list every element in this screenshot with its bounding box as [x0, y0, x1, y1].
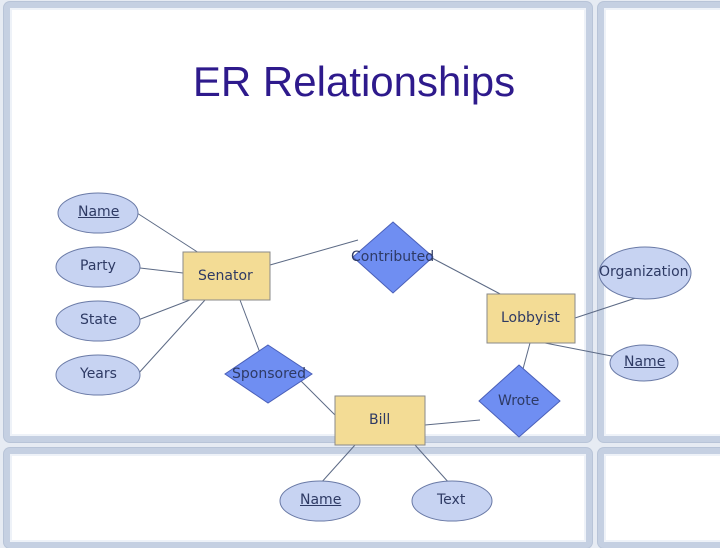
attr-name-senator [57, 192, 139, 234]
edge-sponsored-bill [299, 379, 341, 421]
edge-contributed-lobbyist [431, 257, 505, 297]
rel-sponsored-label: Sponsored [232, 366, 307, 382]
entity-lobbyist [486, 293, 576, 344]
attr-years-label: Years [80, 366, 117, 382]
edge-bill-wrote [424, 419, 481, 426]
rel-wrote-label: Wrote [498, 393, 540, 409]
entity-senator [182, 251, 271, 301]
entity-bill [334, 395, 426, 446]
rel-contributed-label: Contributed [351, 249, 435, 265]
attr-state-label: State [80, 312, 118, 328]
attr-name-bill [279, 480, 361, 522]
attr-name-senator-label: Name [78, 204, 120, 220]
attr-state [55, 300, 141, 342]
rel-sponsored [224, 344, 313, 404]
entity-bill-label: Bill [369, 412, 391, 428]
entity-senator-label: Senator [198, 268, 253, 284]
edge-senator-party [139, 267, 184, 274]
slide-title: ER Relationships [192, 58, 516, 105]
edge-senator-contributed [269, 239, 359, 266]
edge-bill-name [319, 444, 356, 485]
attr-organization-label: Organization [599, 264, 689, 280]
edge-senator-years [136, 299, 206, 376]
edge-senator-state [137, 299, 191, 321]
attr-text-label: Text [437, 492, 466, 508]
edge-bill-text [414, 444, 451, 485]
attr-text [411, 480, 493, 522]
attr-party [55, 246, 141, 288]
attr-name-lobbyist-label: Name [624, 354, 666, 370]
attr-party-label: Party [80, 258, 116, 274]
rel-wrote [478, 364, 561, 438]
entity-lobbyist-label: Lobbyist [501, 310, 560, 326]
attr-years [55, 354, 141, 396]
edge-senator-name [136, 212, 200, 254]
attr-name-lobbyist [609, 344, 679, 382]
attr-organization [598, 246, 692, 300]
attr-name-bill-label: Name [300, 492, 342, 508]
rel-contributed [352, 221, 434, 294]
